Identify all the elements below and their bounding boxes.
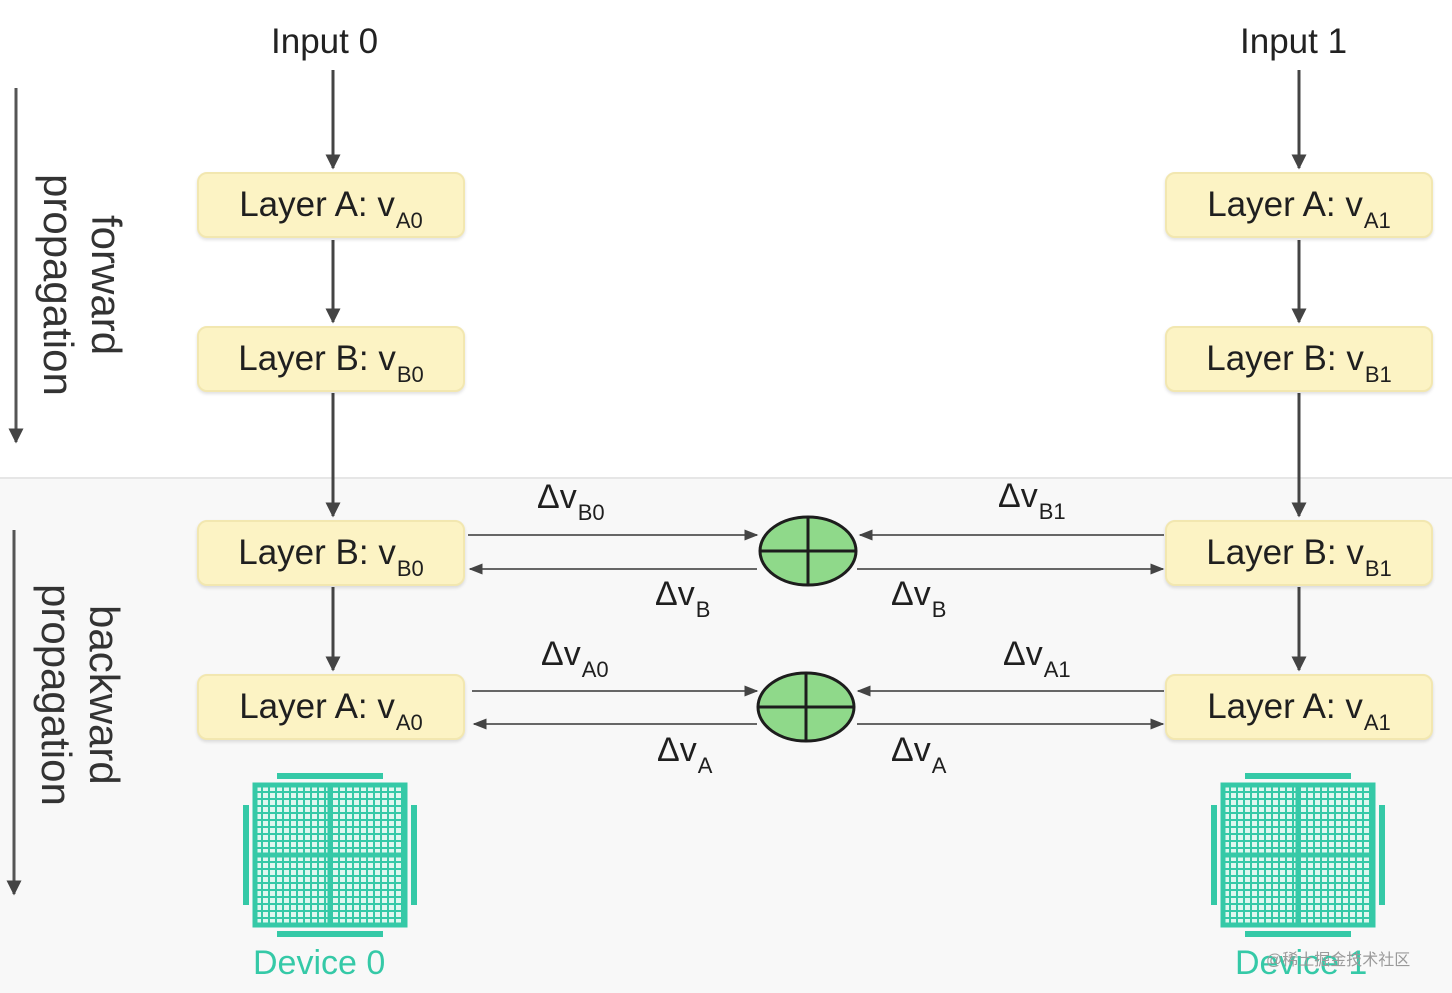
watermark: @稀土掘金技术社区 <box>1266 952 1411 969</box>
layer-label: Layer A: vA1 <box>1207 185 1391 233</box>
delta-va-label-left: ΔvA <box>657 731 713 778</box>
device-0-label: Device 0 <box>253 944 386 982</box>
input-0-label: Input 0 <box>271 22 379 61</box>
delta-vb0-label: ΔvB0 <box>537 478 605 525</box>
delta-va-label-right: ΔvA <box>891 731 947 778</box>
delta-va0-label: ΔvA0 <box>541 635 609 682</box>
forward-region <box>0 0 1452 478</box>
layer-label: Layer A: vA1 <box>1207 687 1391 735</box>
layer-b-backward-device0: Layer B: vB0 <box>197 520 465 586</box>
layer-a-backward-device0: Layer A: vA0 <box>197 674 465 740</box>
device-1-label: Device 1 <box>1235 944 1368 982</box>
layer-b-backward-device1: Layer B: vB1 <box>1165 520 1433 586</box>
input-1-label: Input 1 <box>1240 22 1348 61</box>
phase-separator <box>0 477 1452 479</box>
layer-label: Layer B: vB1 <box>1206 533 1392 581</box>
delta-vb-label-left: ΔvB <box>655 575 711 622</box>
layer-label: Layer A: vA0 <box>239 687 423 735</box>
layer-a-forward-device1: Layer A: vA1 <box>1165 172 1433 238</box>
layer-b-forward-device0: Layer B: vB0 <box>197 326 465 392</box>
delta-va1-label: ΔvA1 <box>1003 635 1071 682</box>
backward-propagation-label: backward propagation <box>33 584 128 806</box>
layer-label: Layer A: vA0 <box>239 185 423 233</box>
layer-label: Layer B: vB0 <box>238 533 424 581</box>
layer-a-backward-device1: Layer A: vA1 <box>1165 674 1433 740</box>
layer-label: Layer B: vB0 <box>238 339 424 387</box>
delta-vb1-label: ΔvB1 <box>998 477 1066 524</box>
delta-vb-label-right: ΔvB <box>891 575 947 622</box>
chip-icon <box>1211 773 1385 937</box>
aggregation-sum-icon <box>756 671 856 743</box>
layer-label: Layer B: vB1 <box>1206 339 1392 387</box>
aggregation-sum-icon <box>758 515 858 587</box>
forward-propagation-label: forward propagation <box>35 174 130 396</box>
chip-icon <box>243 773 417 937</box>
layer-b-forward-device1: Layer B: vB1 <box>1165 326 1433 392</box>
layer-a-forward-device0: Layer A: vA0 <box>197 172 465 238</box>
